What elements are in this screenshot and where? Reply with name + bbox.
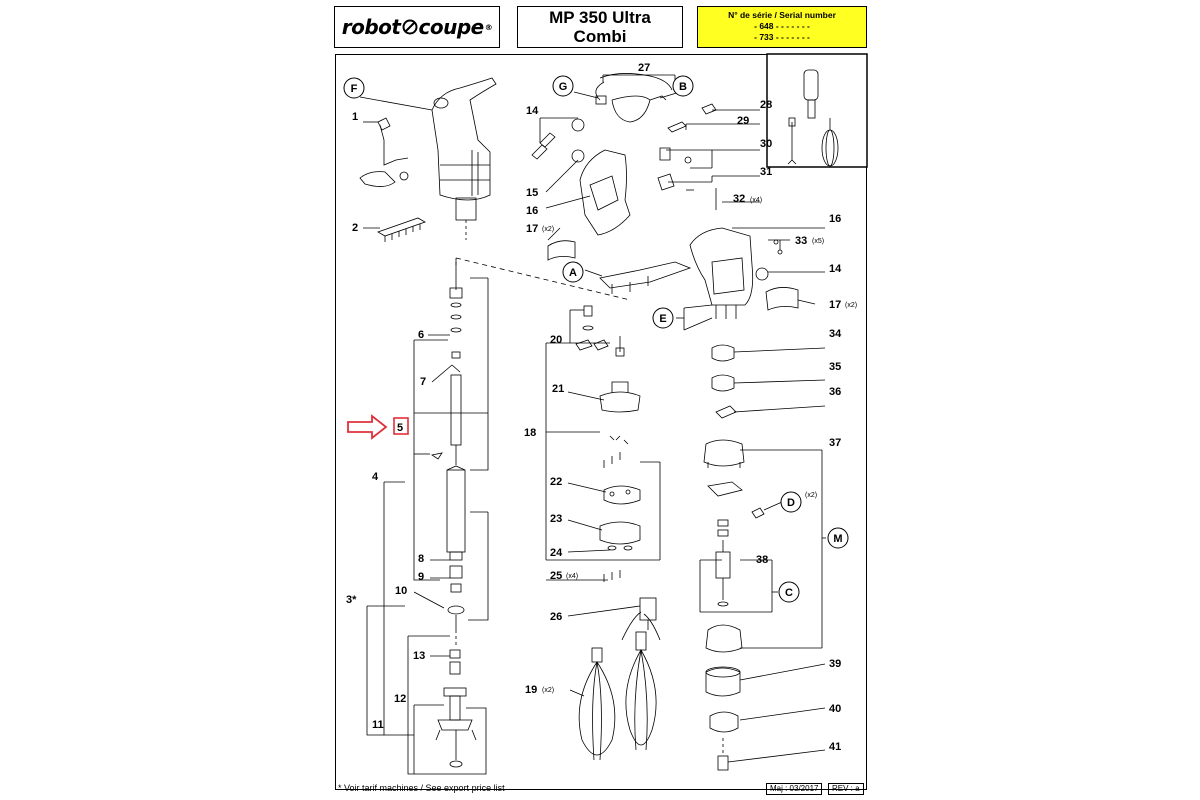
logo-swirl-icon [402,19,417,35]
motor-body-f-drawing [431,77,497,240]
part-label-34: 34 [829,328,842,340]
part-label-24: 24 [550,547,563,559]
part-label-33: 33 [795,235,807,247]
part-label-19: 19 [525,684,537,696]
part-label-1: 1 [352,111,358,123]
power-cable-drawing [595,73,673,123]
part-label-28: 28 [760,99,772,111]
part-label-3: 3* [346,594,357,606]
circle-letter-c: C [785,587,793,599]
part-label-23: 23 [550,513,562,525]
callout-circle-e [652,307,674,329]
inset-overview-box [766,53,868,168]
part-2-drawing [377,217,426,242]
motor-housing-drawing [689,227,799,319]
part-label-7: 7 [420,376,426,388]
gear-column-drawing [575,305,657,630]
part-label-36: 36 [829,386,841,398]
circle-letter-a: A [569,267,577,279]
callout-circle-f [343,77,365,99]
callout-circle-c [778,581,800,603]
qty-label-25: (x4) [566,573,578,580]
part-label-5: 5 [397,422,403,434]
serial-title: N° de série / Serial number [728,10,836,20]
part-label-29: 29 [737,115,749,127]
part-label-31: 31 [760,166,772,178]
part-label-41: 41 [829,741,841,753]
circle-letter-g: G [559,81,568,93]
serial-line-1: - 648 - - - - - - - [754,21,810,31]
callout-circle-a [562,261,584,283]
part-label-4: 4 [372,471,379,483]
qty-label-19: (x2) [542,687,554,694]
part-label-40: 40 [829,703,841,715]
callout-circle-g [552,75,574,97]
part-label-25: 25 [550,570,562,582]
qty-label-d: (x2) [805,492,817,499]
part-label-14b: 14 [829,263,842,275]
callout-circle-b [672,75,694,97]
highlight-arrow-icon [347,414,409,440]
part-label-20: 20 [550,334,562,346]
part-label-2: 2 [352,222,358,234]
part-label-27: 27 [638,62,650,74]
motor-parts-drawing [703,344,765,771]
part-label-12: 12 [394,693,406,705]
part-label-38: 38 [756,554,768,566]
handle-housing-drawing [531,118,631,261]
part-label-30: 30 [760,138,772,150]
revision-date: Maj : 03/2017 [766,783,823,795]
part-label-14: 14 [526,105,539,117]
part-label-35: 35 [829,361,841,373]
shaft-assembly-drawing [430,262,477,768]
part-label-39: 39 [829,658,841,670]
qty-label-17a: (x2) [542,226,554,233]
part-label-16b: 16 [829,213,841,225]
circle-letter-b: B [679,81,687,93]
circuit-board-a-drawing [599,261,692,294]
part-label-15: 15 [526,187,538,199]
part-label-37: 37 [829,437,841,449]
model-line-2: Combi [573,27,627,46]
part-label-8: 8 [418,553,424,565]
inset-blender-drawing [787,69,839,167]
brand-logo: robot coupe ® [334,6,500,48]
model-line-1: MP 350 Ultra [549,8,651,27]
part-label-6: 6 [418,329,424,341]
part-label-16: 16 [526,205,538,217]
serial-number-box: N° de série / Serial number - 648 - - - … [697,6,867,48]
circle-letter-d: D [787,497,795,509]
qty-label-32: (x4) [750,197,762,204]
qty-label-33: (x5) [812,238,824,245]
callout-circle-m [827,527,849,549]
part-label-18: 18 [524,427,536,439]
part-label-32: 32 [733,193,745,205]
logo-left-text: robot [341,15,401,39]
part-label-26: 26 [550,611,562,623]
callout-circle-d [780,491,802,513]
part-label-9: 9 [418,571,424,583]
logo-registered-mark: ® [484,22,493,32]
revision-code: REV : a [828,783,864,795]
whisk-attachments-drawing [578,611,661,761]
logo-right-text: coupe [418,15,485,39]
part-label-22: 22 [550,476,562,488]
part-label-21: 21 [552,383,564,395]
part-label-10: 10 [395,585,407,597]
part-label-11: 11 [372,719,384,731]
part-label-17: 17 [526,223,538,235]
part-label-17b: 17 [829,299,841,311]
qty-label-17b: (x2) [845,302,857,309]
circle-letter-m: M [833,533,842,545]
model-title: MP 350 Ultra Combi [517,6,683,48]
small-parts-28-32-drawing [657,103,717,210]
footnote-text: * Voir tarif machines / See export price… [338,783,505,793]
part-label-13: 13 [413,650,425,662]
circle-letter-e: E [659,313,666,325]
part-1-drawing [359,117,409,187]
serial-line-2: - 733 - - - - - - - [754,32,810,42]
circle-letter-f: F [351,83,358,95]
